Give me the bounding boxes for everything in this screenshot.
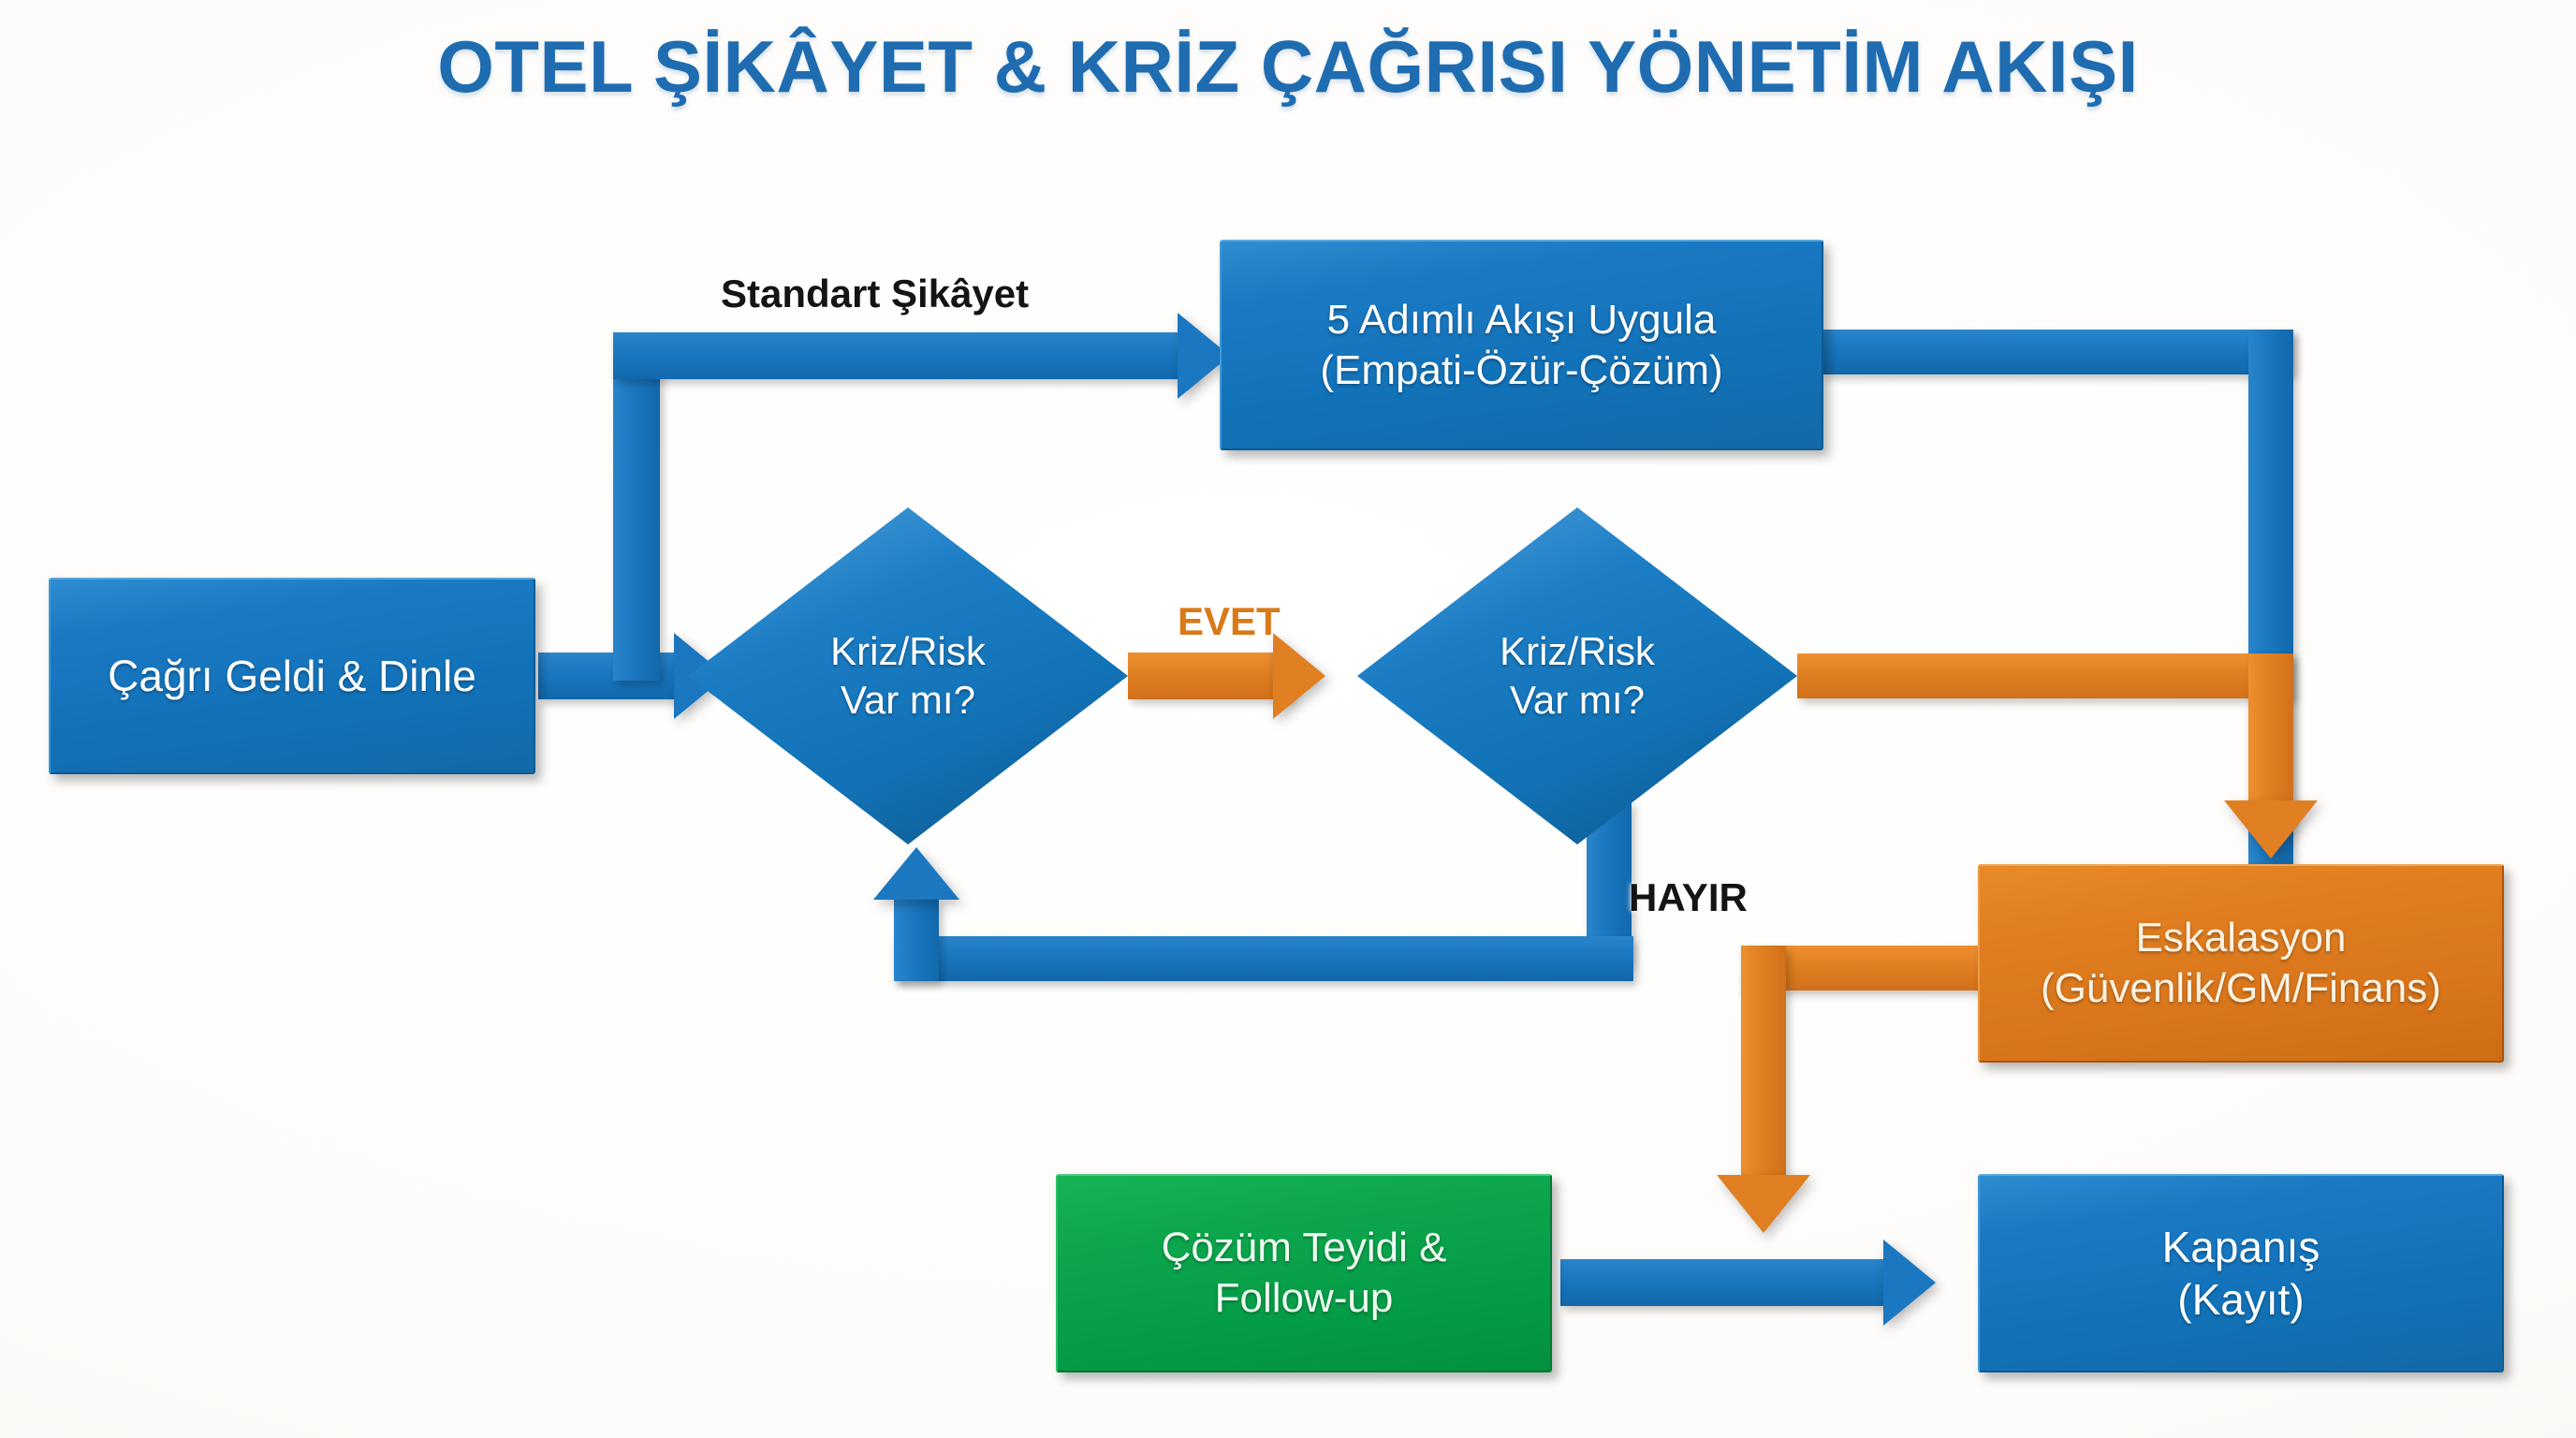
node-decision1-line2: Var mı? <box>841 678 975 722</box>
connector-evet-shaft <box>1128 653 1292 699</box>
node-decision2-line2: Var mı? <box>1510 678 1645 722</box>
node-resolution[interactable]: Çözüm Teyidi & Follow-up <box>1056 1174 1552 1372</box>
node-closing-line1: Kapanış <box>2161 1222 2320 1271</box>
connector-standard-horizontal <box>613 332 1193 379</box>
node-decision1-line1: Kriz/Risk <box>830 628 986 673</box>
node-closing[interactable]: Kapanış (Kayıt) <box>1978 1174 2504 1372</box>
connector-hayir-arrowhead <box>873 847 959 900</box>
connector-fivestep-horizontal <box>1821 330 2293 374</box>
node-five-step-line2: (Empati-Özür-Çözüm) <box>1320 346 1723 393</box>
node-resolution-line2: Follow-up <box>1214 1275 1394 1321</box>
edge-label-hayir: HAYIR <box>1629 875 1748 919</box>
edge-label-standard-complaint: Standart Şikâyet <box>721 271 1030 315</box>
connector-escalation-vertical <box>2248 653 2293 822</box>
node-five-step[interactable]: 5 Adımlı Akışı Uygula (Empati-Özür-Çözüm… <box>1220 240 1823 450</box>
node-escalation[interactable]: Eskalasyon (Güvenlik/GM/Finans) <box>1978 864 2504 1063</box>
node-decision2-line1: Kriz/Risk <box>1500 628 1655 673</box>
connector-escalation-arrowhead <box>2224 800 2318 858</box>
connector-hayir-vertical-up <box>894 899 939 981</box>
node-five-step-line1: 5 Adımlı Akışı Uygula <box>1326 296 1717 343</box>
node-closing-line2: (Kayıt) <box>2177 1275 2305 1324</box>
connector-resolution-to-closing-shaft <box>1560 1259 1897 1306</box>
node-decision2[interactable]: Kriz/Risk Var mı? <box>1357 507 1797 844</box>
connector-escalation-horizontal <box>1797 653 2293 698</box>
node-resolution-line1: Çözüm Teyidi & <box>1161 1225 1447 1271</box>
connector-evet-arrowhead <box>1273 633 1325 719</box>
edge-label-evet: EVET <box>1178 599 1281 643</box>
connector-resolution-to-closing-arrowhead <box>1883 1240 1936 1326</box>
node-escalation-line2: (Güvenlik/GM/Finans) <box>2041 965 2441 1011</box>
node-start-label: Çağrı Geldi & Dinle <box>108 651 476 700</box>
page-title: OTEL ŞİKÂYET & KRİZ ÇAĞRISI YÖNETİM AKIŞ… <box>437 25 2139 108</box>
connector-standard-vertical <box>613 332 660 681</box>
connector-hayir-horizontal <box>894 936 1633 981</box>
node-decision1[interactable]: Kriz/Risk Var mı? <box>688 507 1128 844</box>
connector-escalation-out-arrowhead <box>1717 1175 1810 1233</box>
node-start[interactable]: Çağrı Geldi & Dinle <box>49 578 535 774</box>
connector-escalation-out-vertical <box>1741 946 1786 1189</box>
node-escalation-line1: Eskalasyon <box>2135 915 2347 961</box>
